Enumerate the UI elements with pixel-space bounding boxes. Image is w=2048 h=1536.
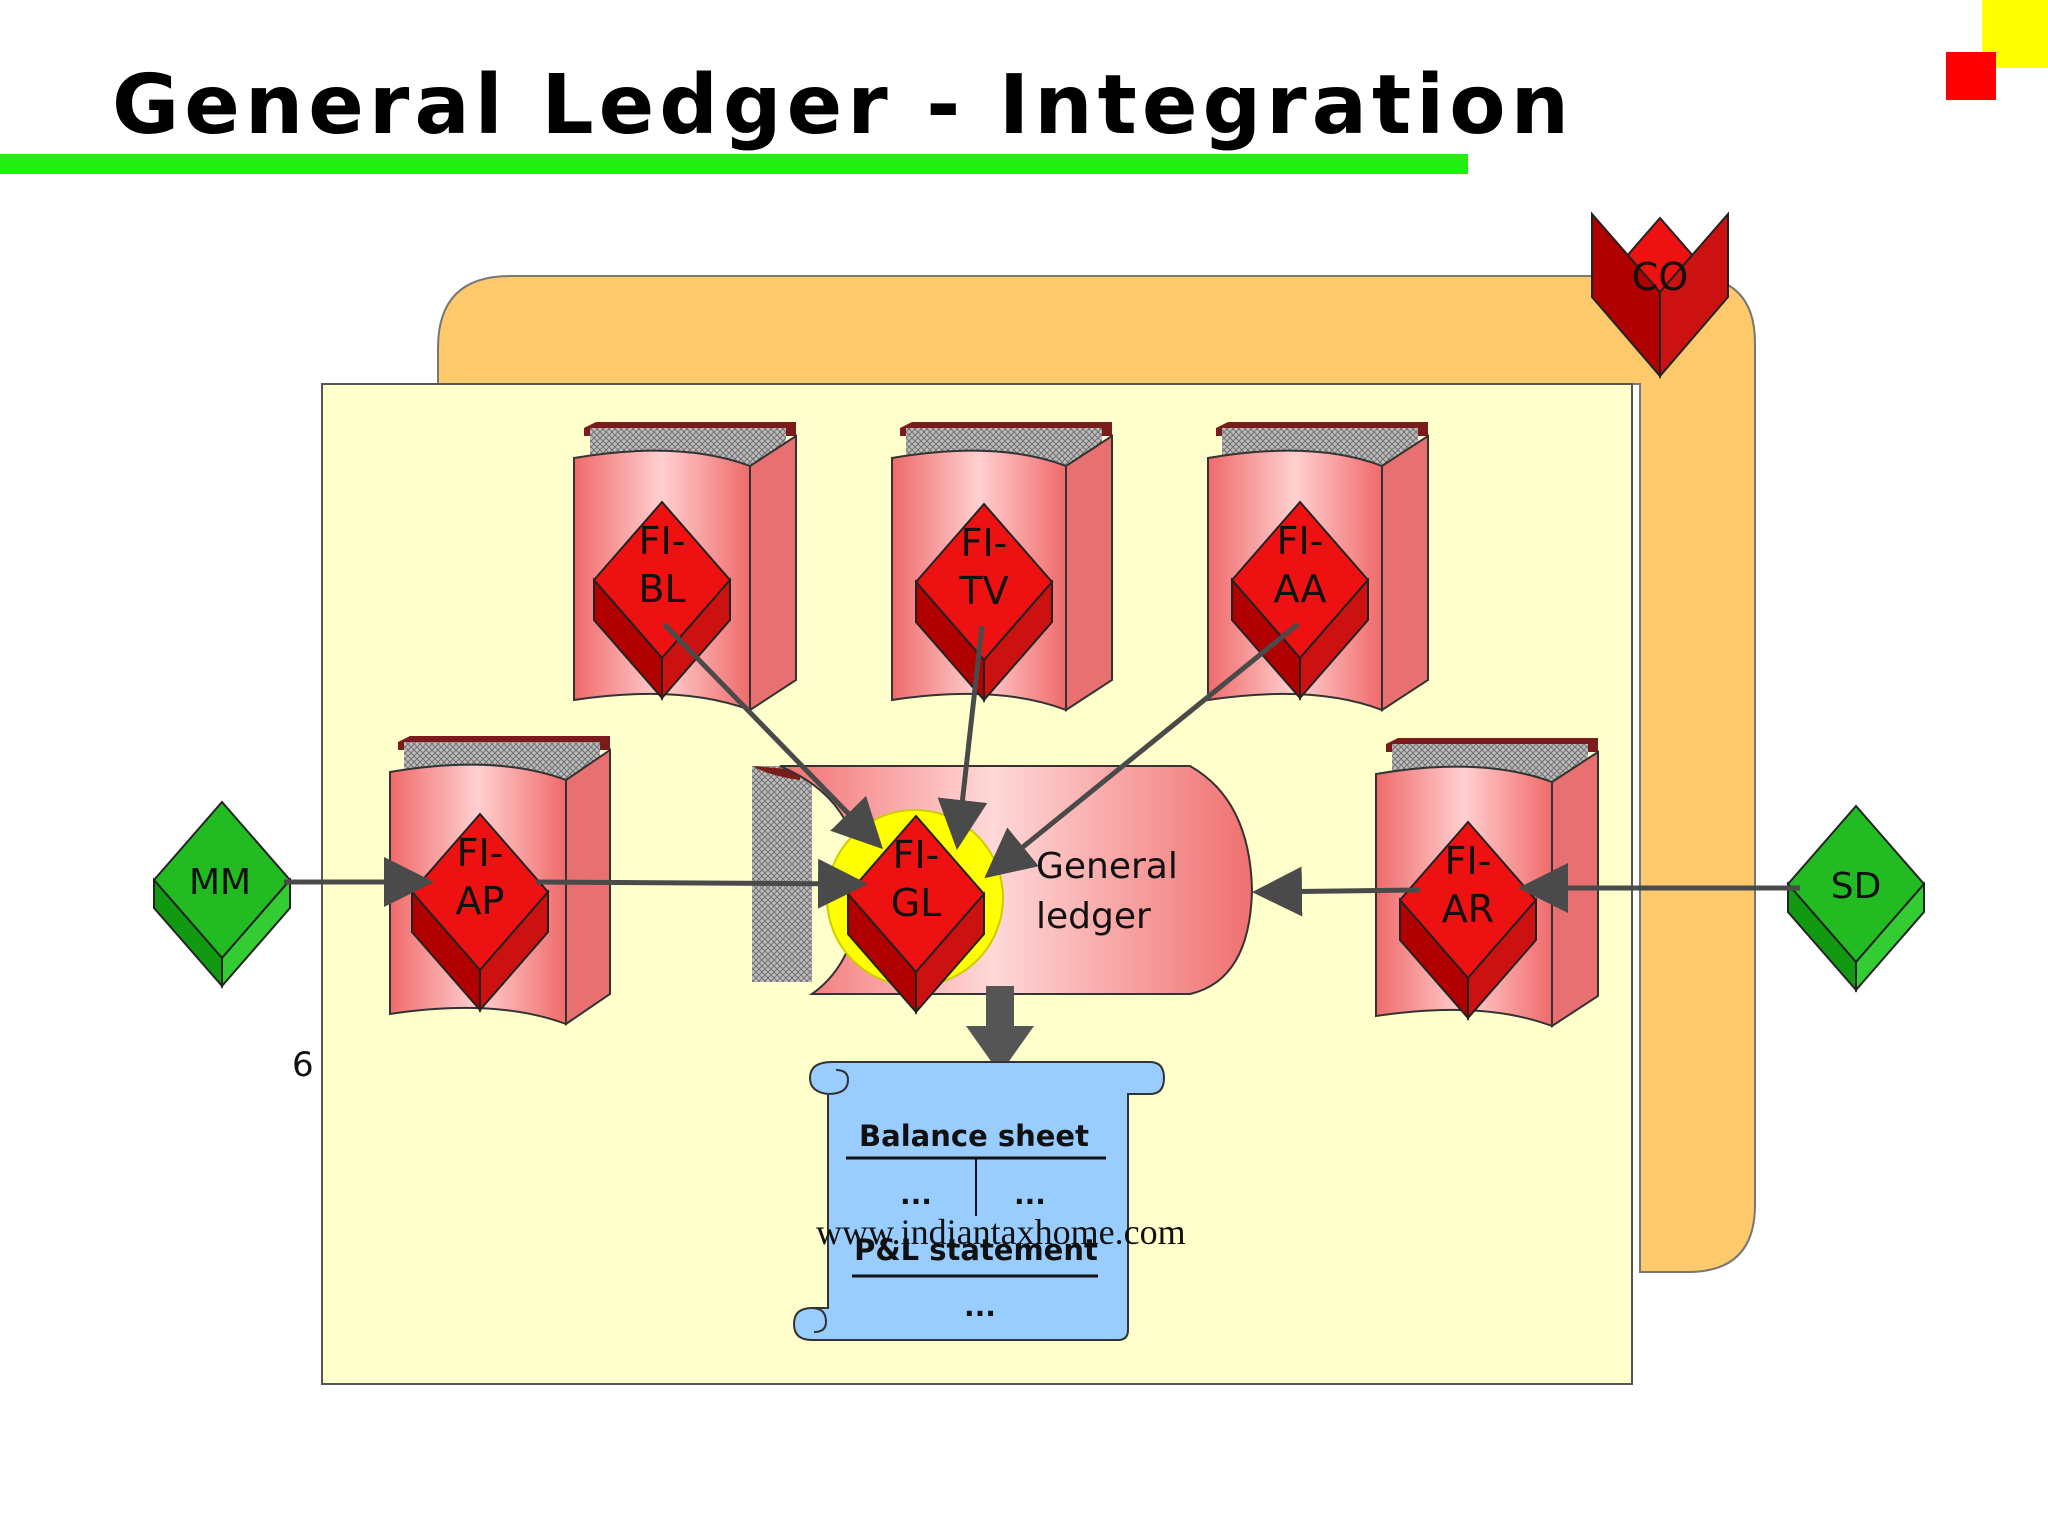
- fi-gl-label-line1: FI-: [893, 833, 940, 877]
- co-label: CO: [1632, 255, 1688, 299]
- balance-sheet-right-dots: ...: [1014, 1178, 1046, 1211]
- fi-bl-label-line1: FI-: [639, 519, 686, 563]
- slide-title: General Ledger - Integration: [112, 58, 1574, 153]
- fi-gl-diamond-icon: FI- GL: [846, 814, 986, 1015]
- page-number: 6: [292, 1045, 314, 1085]
- mm-label: MM: [189, 862, 251, 903]
- general-ledger-label-line2: ledger: [1036, 896, 1151, 937]
- fi-ap-label-line2: AP: [456, 879, 505, 923]
- fi-ar-diamond-icon: FI- AR: [1398, 820, 1538, 1021]
- sd-diamond-icon: SD: [1786, 804, 1926, 993]
- fi-ar-label-line2: AR: [1442, 887, 1494, 931]
- balance-sheet-left-dots: ...: [900, 1178, 932, 1211]
- pl-statement-label: P&L statement: [854, 1233, 1098, 1267]
- fi-bl-diamond-icon: FI- BL: [592, 500, 732, 701]
- fi-ap-diamond-icon: FI- AP: [410, 812, 550, 1013]
- fi-tv-diamond-icon: FI- TV: [914, 502, 1054, 703]
- fi-ap-label-line1: FI-: [457, 831, 504, 875]
- fi-gl-label-line2: GL: [891, 881, 942, 925]
- balance-sheet-label: Balance sheet: [859, 1119, 1089, 1153]
- arrow-bl-to-gl: [662, 622, 883, 850]
- arrow-aa-to-gl: [984, 622, 1300, 879]
- financial-report-scroll: Balance sheet ... ... P&L statement ...: [792, 1061, 1166, 1341]
- watermark: www.indiantaxhome.com: [816, 1212, 1186, 1252]
- arrow-ar-to-ledger: [1252, 866, 1421, 917]
- title-underline: [0, 154, 1468, 174]
- sd-label: SD: [1831, 866, 1882, 907]
- mm-diamond-icon: MM: [152, 800, 292, 989]
- fi-aa-label-line2: AA: [1273, 567, 1326, 611]
- fi-aa-label-line1: FI-: [1277, 519, 1324, 563]
- arrow-gl-to-report: [966, 986, 1034, 1074]
- fi-tv-label-line1: FI-: [961, 521, 1008, 565]
- co-diamond-icon: CO: [1590, 211, 1730, 379]
- controlling-panel: [437, 275, 1756, 1273]
- arrow-ap-to-gl: [535, 858, 868, 909]
- pl-statement-dots: ...: [964, 1290, 996, 1323]
- fi-aa-diamond-icon: FI- AA: [1230, 500, 1370, 701]
- fi-tv-label-line2: TV: [958, 569, 1008, 613]
- corner-red-square: [1946, 52, 1996, 100]
- general-ledger-label-line1: General: [1036, 846, 1178, 887]
- fi-ar-label-line1: FI-: [1445, 839, 1492, 883]
- fi-bl-label-line2: BL: [638, 567, 685, 611]
- arrow-tv-to-gl: [937, 625, 988, 850]
- integration-arrows: [284, 622, 1800, 917]
